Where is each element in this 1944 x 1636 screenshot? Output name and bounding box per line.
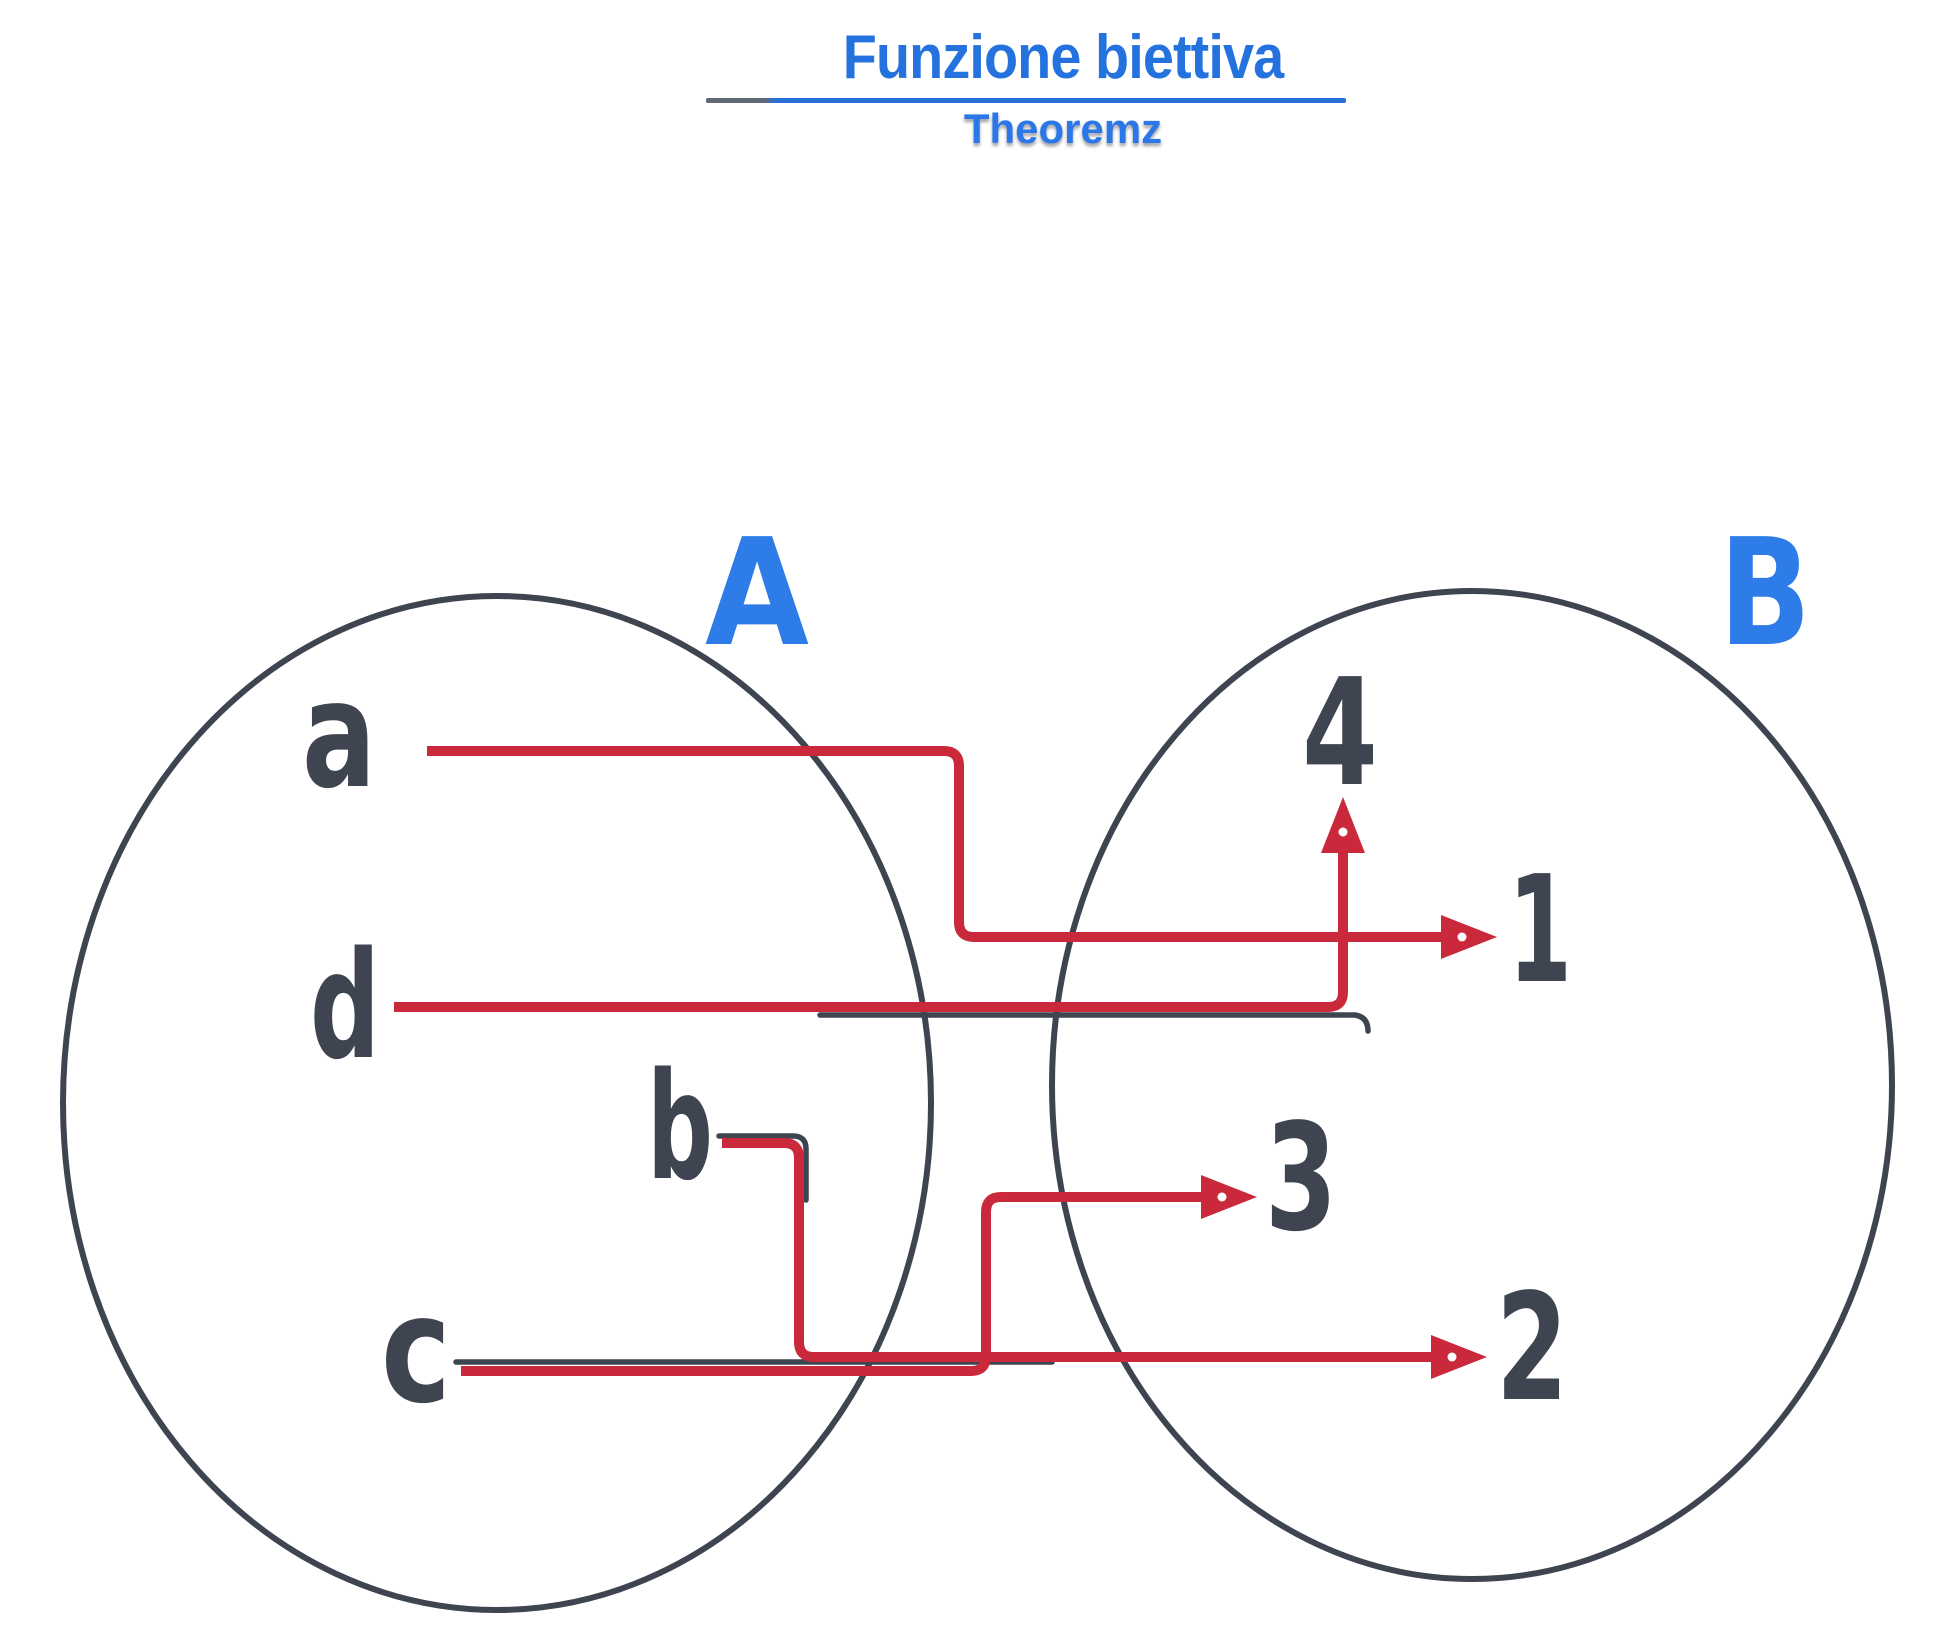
set-a-ellipse (60, 593, 934, 1613)
arrowhead-dot (1217, 1192, 1227, 1202)
element-label-4: 4 (1302, 647, 1378, 819)
arrowhead-2 (1431, 1335, 1487, 1379)
arrow-a-to-1 (427, 746, 1441, 942)
element-label-a: a (302, 649, 376, 821)
set-b-label: B (1719, 507, 1811, 679)
arrowhead-1 (1441, 915, 1497, 959)
arrowhead-dot (1338, 827, 1348, 837)
arrow-d-to-4 (394, 853, 1348, 1012)
arrow-b-to-2 (722, 1138, 1431, 1362)
arrowhead-dot (1457, 932, 1467, 942)
set-a-label: A (705, 507, 809, 679)
element-label-1: 1 (1508, 844, 1572, 1016)
trace-shadow-d (817, 1012, 1371, 1034)
trace-shadow-b (716, 1133, 809, 1203)
arrowhead-dot (1447, 1352, 1457, 1362)
brand-subtitle: Theoremz (963, 105, 1163, 152)
element-label-c: c (381, 1264, 451, 1436)
element-label-2: 2 (1496, 1262, 1568, 1434)
arrowhead-4 (1321, 797, 1365, 853)
element-label-b: b (647, 1041, 713, 1213)
arrowhead-3 (1201, 1175, 1257, 1219)
element-label-3: 3 (1265, 1092, 1337, 1264)
set-b-ellipse (1049, 588, 1895, 1582)
title-underline (706, 98, 1346, 103)
page-title: Funzione biettiva (842, 23, 1284, 92)
element-label-d: d (310, 920, 380, 1092)
arrow-c-to-3 (461, 1192, 1201, 1376)
